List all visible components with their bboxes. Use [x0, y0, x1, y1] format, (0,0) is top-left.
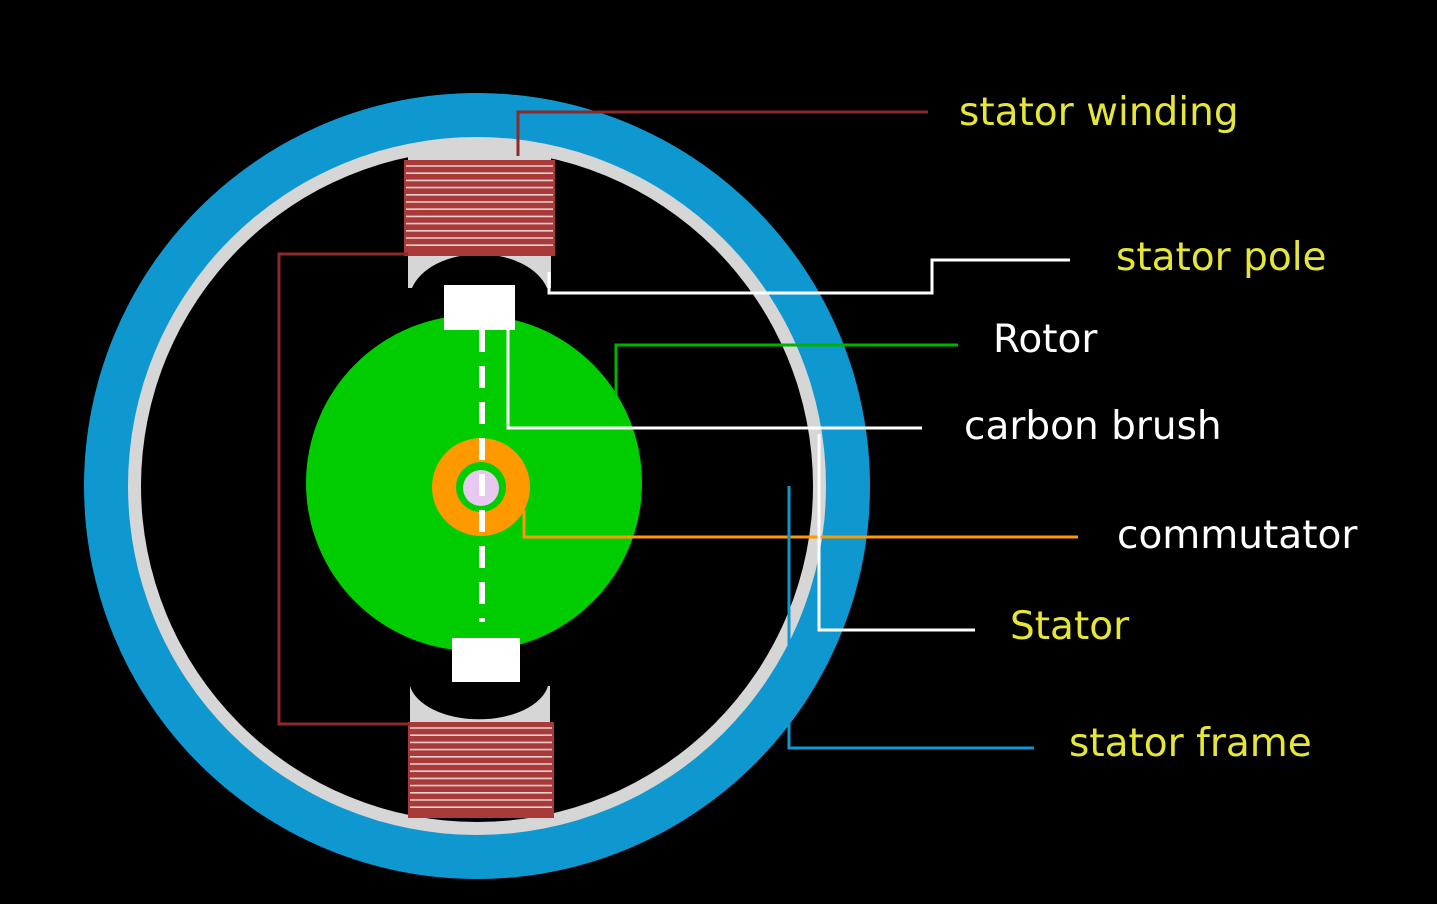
label-stator-frame: stator frame — [1069, 721, 1312, 766]
bottom-stator-winding — [408, 722, 554, 818]
leader-stator-frame — [787, 486, 1034, 750]
winding-connection-wire — [277, 252, 410, 726]
leader-stator — [817, 434, 975, 632]
label-carbon-brush: carbon brush — [964, 404, 1222, 449]
label-stator: Stator — [1010, 604, 1130, 649]
leader-stator-pole — [547, 258, 1070, 295]
top-stator-winding — [404, 160, 555, 256]
label-rotor: Rotor — [993, 317, 1098, 362]
leader-stator-winding — [516, 110, 928, 156]
leader-commutator — [522, 510, 1078, 539]
label-stator-winding: stator winding — [959, 90, 1239, 135]
leader-carbon-brush — [506, 330, 922, 430]
label-stator-pole: stator pole — [1116, 235, 1327, 280]
carbon-brush-top — [444, 285, 515, 330]
leader-rotor — [614, 343, 958, 395]
carbon-brush-bottom — [452, 638, 520, 682]
label-commutator: commutator — [1117, 513, 1358, 558]
